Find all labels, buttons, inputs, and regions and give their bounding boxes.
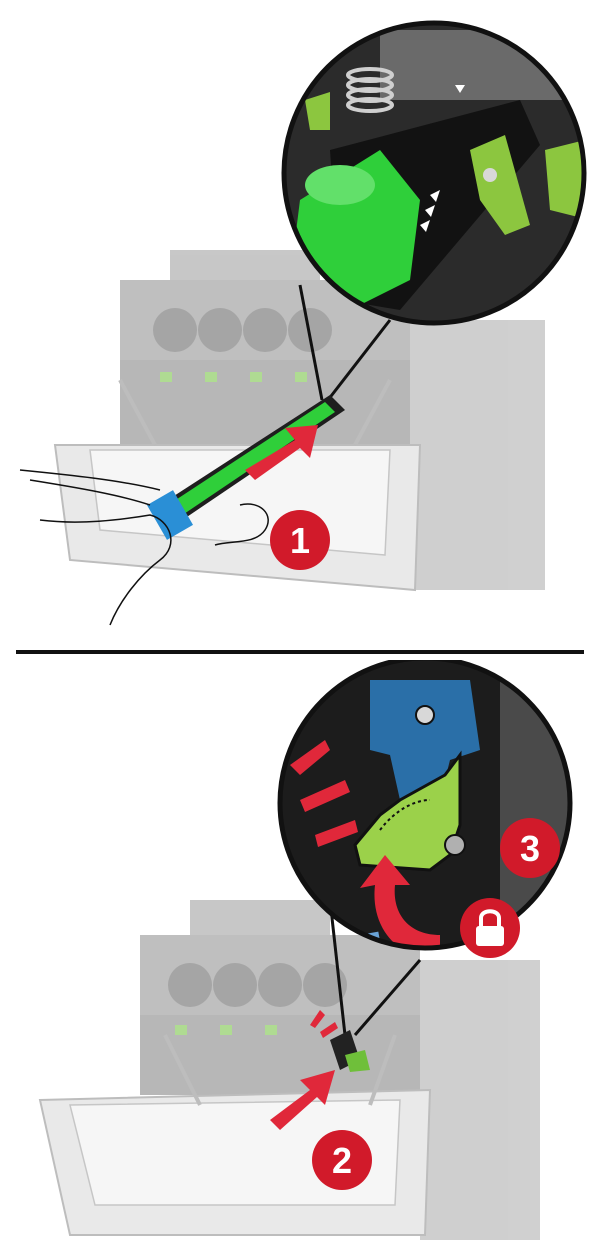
lever-on-printer [330,1030,370,1072]
callout-line [328,899,347,1036]
zoom-detail-circle [277,660,573,951]
step-3-number: 3 [520,828,540,869]
step-divider [16,650,584,654]
push-arrow-icon [270,1070,335,1130]
zoom-detail-circle [281,20,587,326]
printer-body [38,900,540,1240]
step-1-illustration: 1 [19,20,587,626]
click-burst-icon [310,1010,338,1038]
callout-line [353,959,422,1036]
hands [19,469,269,626]
push-arrow-icon [245,425,318,480]
rotate-arrow-icon [360,855,440,948]
click-burst-icon [290,740,358,847]
step-1-badge: 1 [270,510,330,570]
lock-icon [460,898,520,958]
callout-line [326,319,392,401]
step-1-number: 1 [290,520,310,561]
callout-line [298,284,324,401]
step-2-badge: 2 [312,1130,372,1190]
step-2-3-illustration: 3 2 [0,660,600,1242]
step-2-number: 2 [332,1140,352,1181]
step-3-badge: 3 [500,818,560,878]
